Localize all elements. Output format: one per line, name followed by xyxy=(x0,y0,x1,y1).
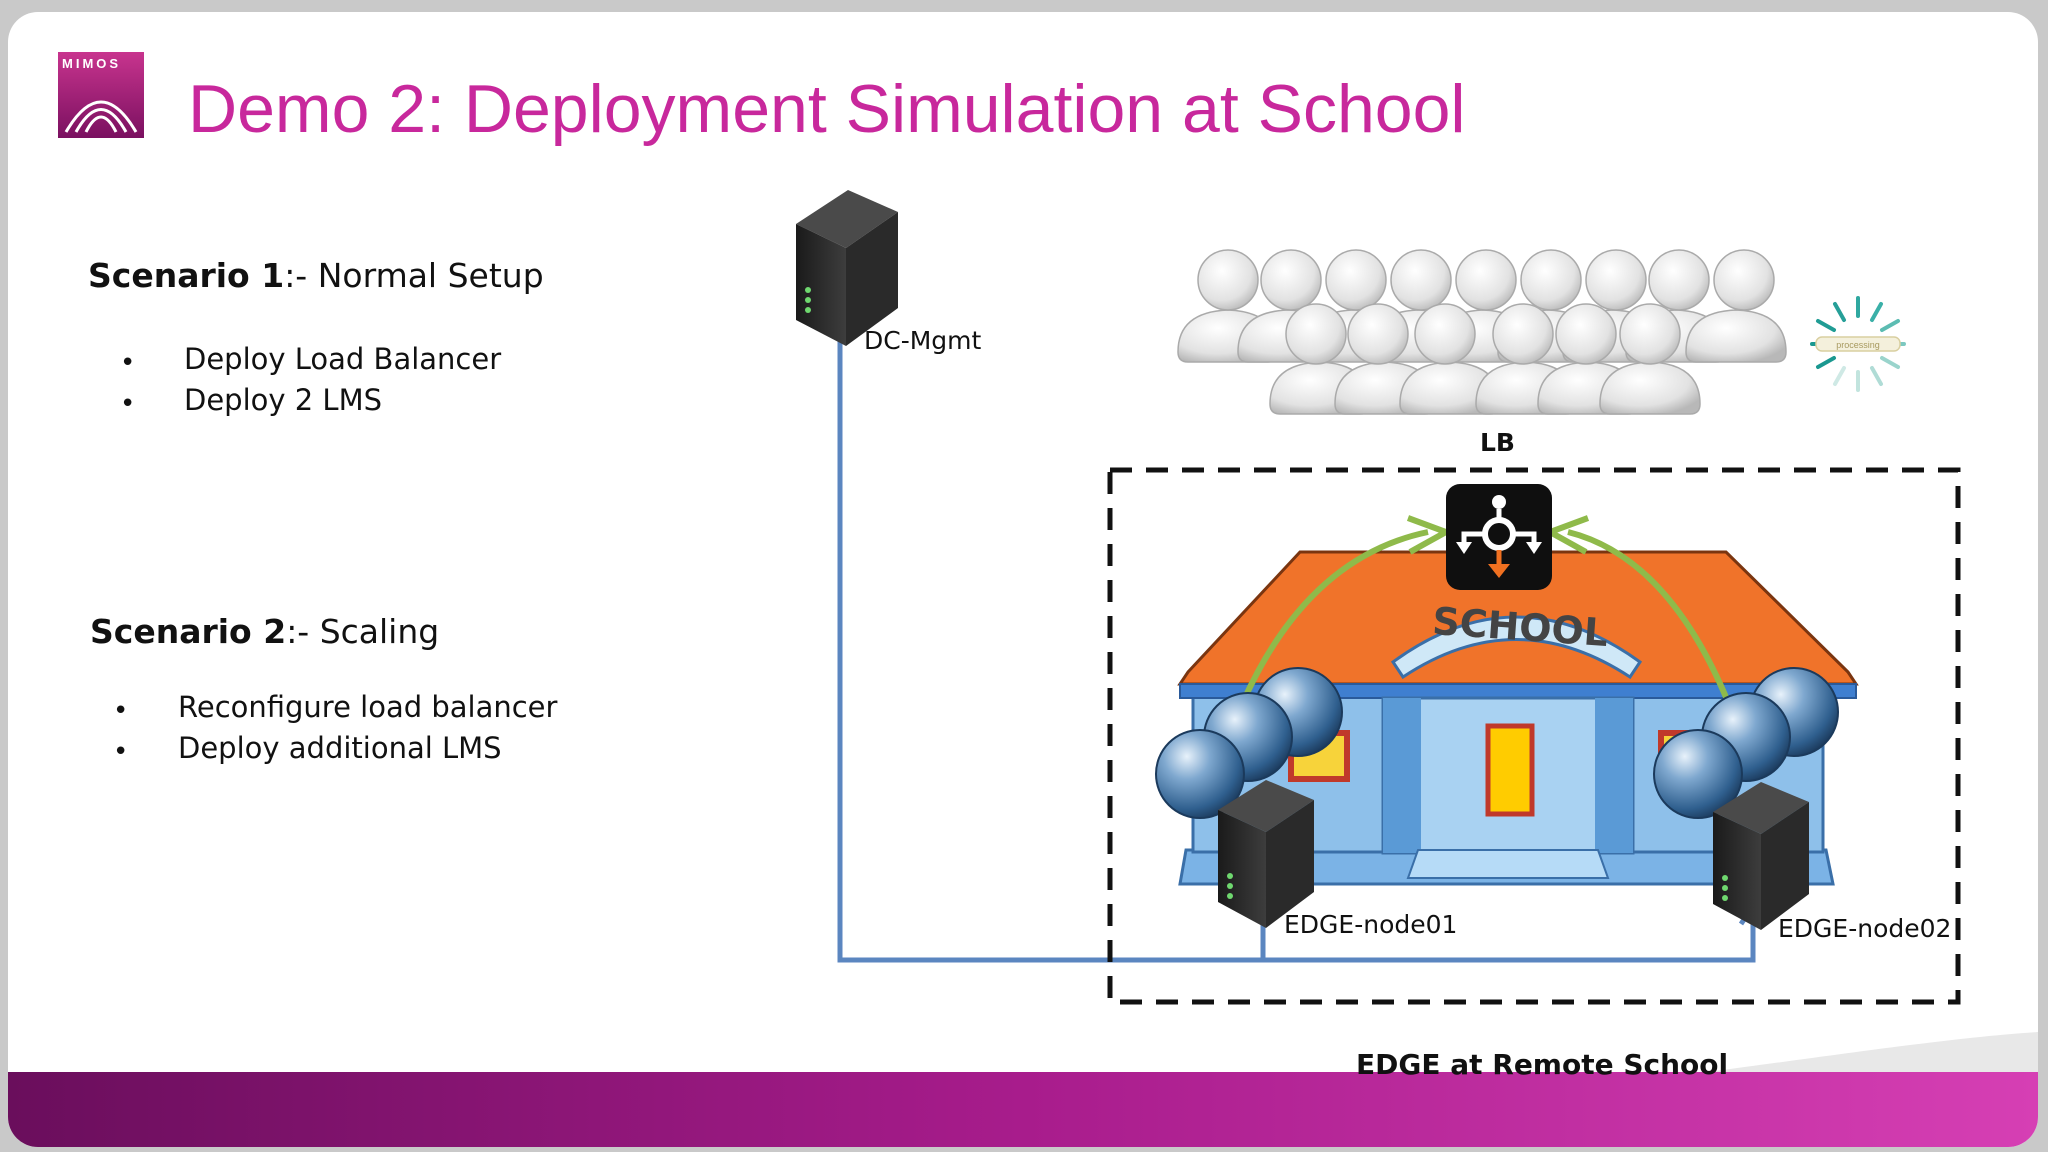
scenario2-heading-rest: :- Scaling xyxy=(286,612,440,651)
bottom-band-swoosh xyxy=(1708,1032,2038,1072)
globe-cluster-left-icon xyxy=(1155,667,1343,819)
edge-node01-label: EDGE-node01 xyxy=(1284,910,1458,939)
scenario2-heading: Scenario 2:- Scaling xyxy=(90,612,439,651)
bullet-dot: • xyxy=(120,389,136,419)
bullet-dot: • xyxy=(120,348,136,378)
edge-node01-server-icon xyxy=(1218,780,1314,928)
users-crowd-icon xyxy=(1177,249,1787,415)
slide-graphics: processing xyxy=(8,52,2038,1147)
scenario2-bullet-2: Deploy additional LMS xyxy=(178,731,502,765)
lb-arrows xyxy=(1240,529,1731,704)
bullet-dot: • xyxy=(113,696,129,726)
edge-region-label: EDGE at Remote School xyxy=(1356,1048,1729,1081)
scenario1-heading-bold: Scenario 1 xyxy=(88,256,285,295)
scenario1-heading-rest: :- Normal Setup xyxy=(284,256,544,295)
scenario2-bullet-1: Reconfigure load balancer xyxy=(178,690,558,724)
processing-label: processing xyxy=(1836,340,1880,350)
edge-region-box xyxy=(1107,467,1961,1005)
slide: processing xyxy=(8,12,2038,1147)
dc-mgmt-label: DC-Mgmt xyxy=(864,326,982,355)
logo-text: MIMOS xyxy=(62,56,122,71)
bullet-dot: • xyxy=(113,737,129,767)
load-balancer-icon xyxy=(1446,484,1552,590)
scenario1-heading: Scenario 1:- Normal Setup xyxy=(88,256,544,295)
dc-mgmt-server-icon xyxy=(796,190,898,346)
edge-node02-server-icon xyxy=(1713,782,1809,930)
processing-spinner-icon: processing xyxy=(1810,296,1906,392)
lb-label: LB xyxy=(1480,428,1515,457)
scenario1-bullet-1: Deploy Load Balancer xyxy=(184,342,502,376)
mimos-logo xyxy=(58,52,144,138)
page-title: Demo 2: Deployment Simulation at School xyxy=(188,71,1466,147)
globe-cluster-right-icon xyxy=(1653,667,1839,819)
bottom-band xyxy=(8,1072,2038,1147)
scenario1-bullet-2: Deploy 2 LMS xyxy=(184,383,383,417)
edge-node02-label: EDGE-node02 xyxy=(1778,914,1952,943)
scenario2-heading-bold: Scenario 2 xyxy=(90,612,287,651)
